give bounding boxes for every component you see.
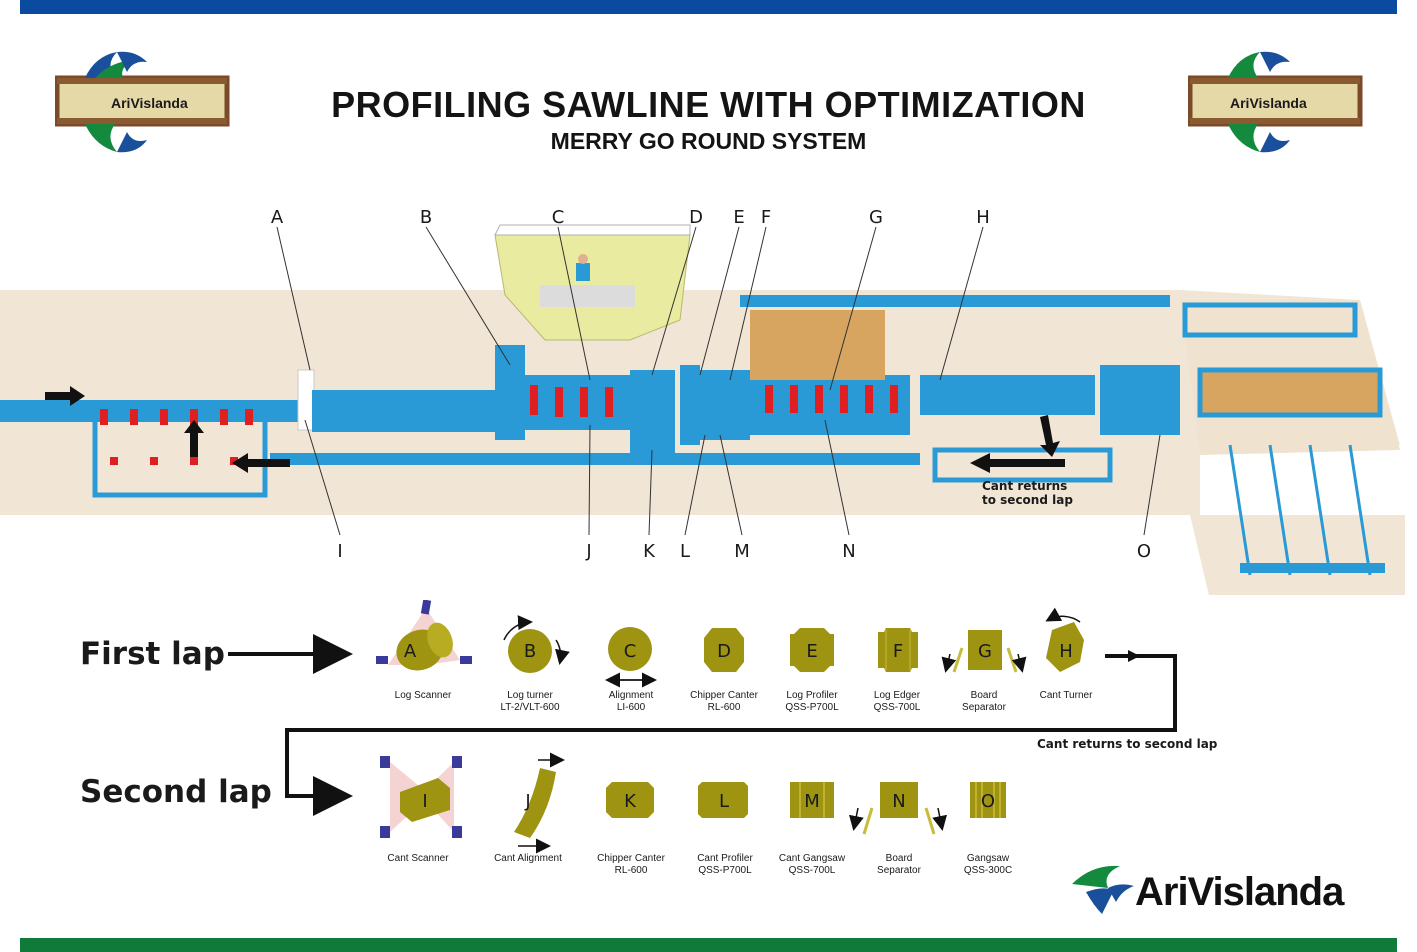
plan-label-f: F bbox=[761, 207, 771, 228]
step-letter-j: J bbox=[524, 791, 530, 812]
caption-h: Cant Turner bbox=[1039, 690, 1093, 701]
step-shape-e bbox=[790, 628, 834, 672]
plan-label-j: J bbox=[585, 541, 591, 562]
scanner-frame-a bbox=[297, 369, 315, 431]
step-shape-i bbox=[380, 756, 462, 838]
lap-flow-diagram: Cant returns to second lap bbox=[228, 600, 1218, 854]
plan-label-n: N bbox=[842, 541, 855, 562]
plan-label-k: K bbox=[643, 541, 656, 562]
step-letter-n: N bbox=[892, 791, 905, 812]
plan-label-c: C bbox=[552, 207, 565, 228]
bottom-color-bar bbox=[20, 938, 1397, 952]
brand-wordmark: AriVislanda bbox=[1135, 870, 1344, 914]
plan-label-o: O bbox=[1137, 541, 1151, 562]
plan-cant-return-note-2: to second lap bbox=[982, 493, 1073, 507]
plan-cant-return-note-1: Cant returns bbox=[982, 479, 1067, 493]
step-shape-g bbox=[941, 630, 1027, 673]
step-shape-h bbox=[1045, 607, 1084, 672]
step-shape-d bbox=[704, 628, 744, 672]
plan-label-b: B bbox=[420, 207, 432, 228]
step-letter-e: E bbox=[806, 641, 817, 662]
step-shape-c bbox=[605, 627, 657, 688]
step-letter-h: H bbox=[1059, 641, 1073, 662]
page-subtitle: MERRY GO ROUND SYSTEM bbox=[550, 128, 867, 154]
logo-right-text: AriVislanda bbox=[1230, 95, 1307, 111]
step-shape-k bbox=[606, 782, 654, 818]
return-note: Cant returns to second lap bbox=[1037, 737, 1218, 751]
step-shape-f bbox=[878, 628, 918, 672]
caption-i: Cant Scanner bbox=[387, 853, 449, 864]
step-shape-m bbox=[790, 782, 834, 818]
log-deck bbox=[92, 402, 268, 498]
step-shape-j bbox=[514, 752, 565, 854]
second-lap-label: Second lap bbox=[80, 774, 272, 810]
plan-label-d: D bbox=[689, 207, 703, 228]
step-shape-n bbox=[848, 782, 948, 835]
step-letter-a: A bbox=[404, 641, 417, 662]
return-conveyor bbox=[270, 453, 920, 465]
step-letter-d: D bbox=[717, 641, 731, 662]
step-letter-l: L bbox=[719, 791, 729, 812]
step-letter-m: M bbox=[804, 791, 820, 812]
step-letter-i: I bbox=[422, 791, 427, 812]
page-title: PROFILING SAWLINE WITH OPTIMIZATION bbox=[331, 84, 1086, 125]
plan-label-a: A bbox=[271, 207, 284, 228]
step-letter-c: C bbox=[624, 641, 637, 662]
operator-cabin bbox=[494, 224, 691, 341]
lap-return-path bbox=[285, 654, 1177, 816]
plan-label-e: E bbox=[733, 207, 744, 228]
step-letter-b: B bbox=[524, 641, 536, 662]
plan-label-g: G bbox=[869, 207, 883, 228]
caption-j: Cant Alignment bbox=[494, 853, 562, 864]
top-color-bar bbox=[20, 0, 1397, 14]
plan-label-i: I bbox=[337, 541, 342, 562]
floor-area bbox=[0, 290, 1405, 595]
step-letter-g: G bbox=[978, 641, 992, 662]
step-letter-f: F bbox=[893, 641, 903, 662]
step-letter-o: O bbox=[981, 791, 995, 812]
step-shape-o bbox=[970, 782, 1006, 818]
board-deck bbox=[750, 310, 885, 380]
arivislanda-logo-left: AriVislanda bbox=[54, 48, 235, 158]
plan-label-h: H bbox=[976, 207, 990, 228]
plan-label-l: L bbox=[680, 541, 690, 562]
caption-a: Log Scanner bbox=[394, 690, 452, 701]
first-lap-label: First lap bbox=[80, 636, 225, 672]
step-shape-b bbox=[503, 615, 570, 673]
logo-left-text: AriVislanda bbox=[111, 95, 188, 111]
step-letter-k: K bbox=[624, 791, 637, 812]
brand-mark-icon bbox=[1072, 862, 1136, 923]
step-shape-a bbox=[376, 600, 472, 671]
plan-label-m: M bbox=[734, 541, 750, 562]
step-shape-l bbox=[698, 782, 748, 818]
flow-arrows bbox=[45, 386, 1065, 473]
arivislanda-logo-right: AriVislanda bbox=[1187, 48, 1368, 158]
